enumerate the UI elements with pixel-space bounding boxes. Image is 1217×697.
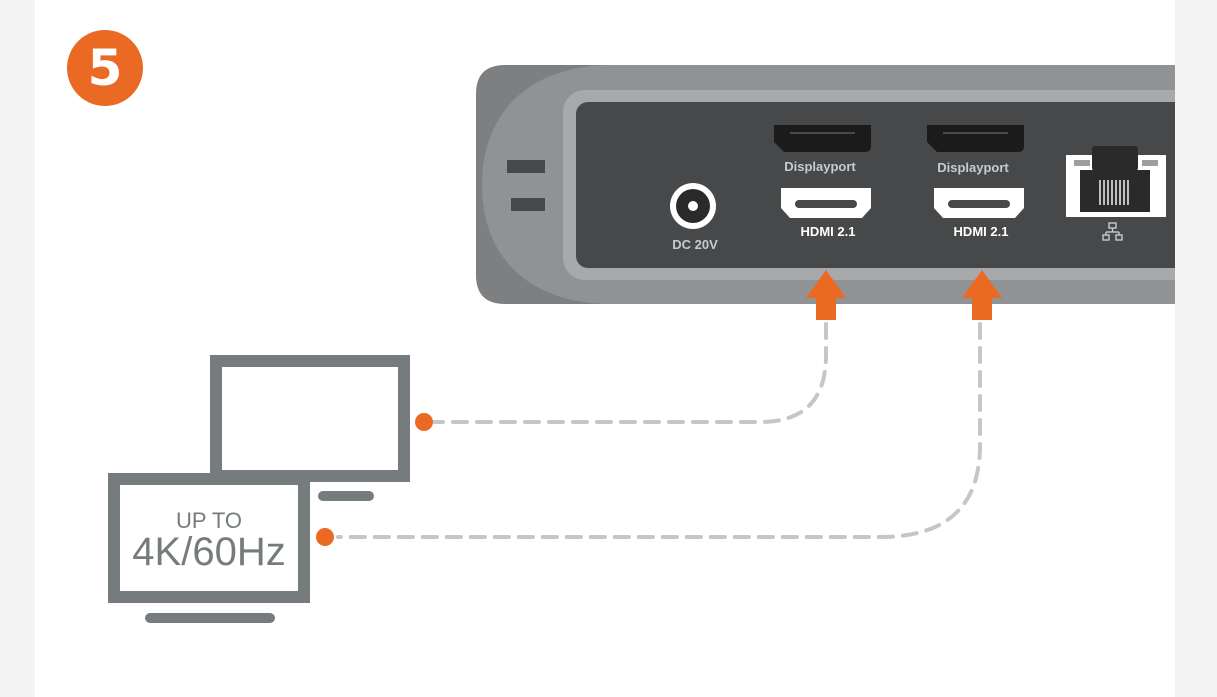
arrow-up-icon [806, 270, 846, 320]
capability-line-2: 4K/60Hz [132, 530, 286, 574]
dock-crop-edge [1175, 60, 1217, 310]
dock-panel [576, 102, 1196, 268]
hdmi-port-2 [934, 188, 1024, 218]
dc-power-label: DC 20V [672, 237, 718, 252]
displayport-port-2 [927, 125, 1024, 152]
dc-port [670, 183, 716, 229]
arrow-up-icon [962, 270, 1002, 320]
cable-hdmi-2 [336, 322, 982, 539]
hdmi-port-1 [781, 188, 871, 218]
ethernet-port [1066, 146, 1166, 217]
dock-vent-2 [511, 198, 545, 211]
dock-vent-1 [507, 160, 545, 173]
network-icon [1102, 222, 1123, 241]
external-monitor [210, 355, 410, 501]
dock [476, 60, 1217, 310]
capability-line-1: UP TO [175, 508, 243, 533]
displayport-1-label: Displayport [784, 159, 856, 174]
cable-hdmi-1 [432, 322, 828, 424]
hdmi-1-label: HDMI 2.1 [800, 224, 856, 239]
laptop-display [108, 473, 310, 623]
connection-dot-laptop [316, 528, 334, 546]
displayport-port-1 [774, 125, 871, 152]
hdmi-2-label: HDMI 2.1 [953, 224, 1009, 239]
step-number-badge: 5 [67, 30, 143, 106]
displayport-2-label: Displayport [937, 160, 1009, 175]
connection-dot-monitor [415, 413, 433, 431]
